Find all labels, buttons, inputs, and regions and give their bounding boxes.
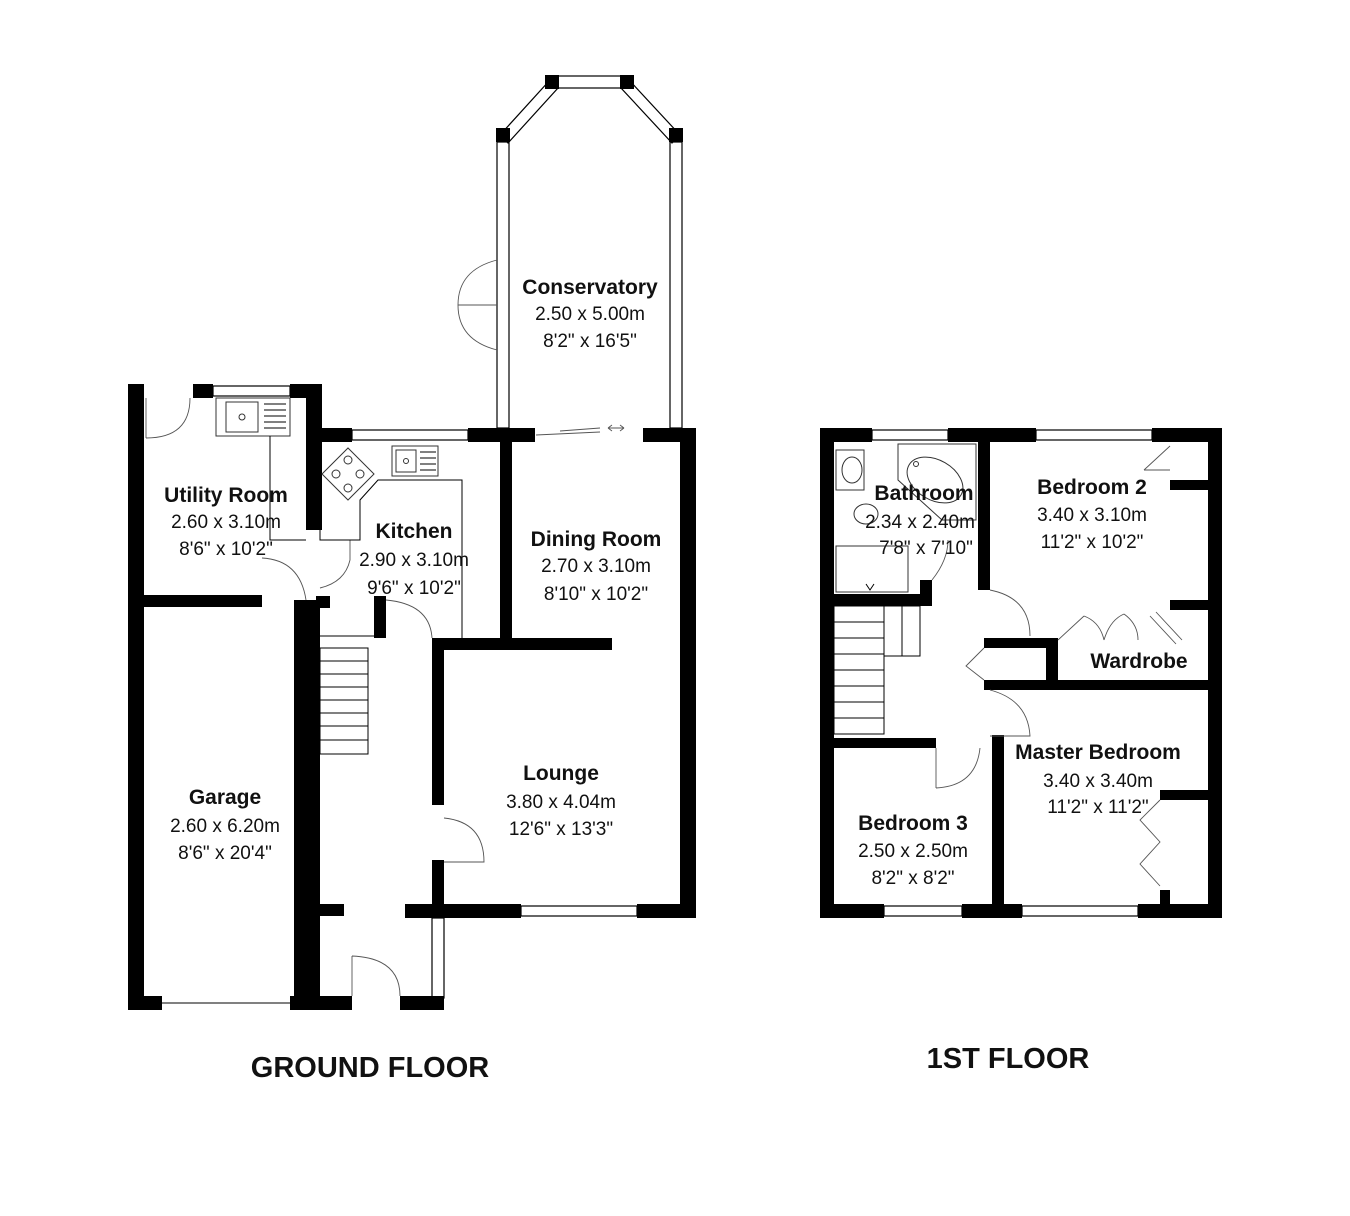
room-size-imperial: 7'8" x 7'10": [879, 538, 973, 559]
room-label-bedroom-2: Bedroom 2 3.40 x 3.10m 11'2" x 10'2": [1037, 476, 1147, 553]
room-size-metric: 2.50 x 2.50m: [858, 841, 968, 862]
room-label-wardrobe: Wardrobe: [1090, 650, 1187, 673]
room-label-conservatory: Conservatory 2.50 x 5.00m 8'2" x 16'5": [522, 276, 658, 352]
room-size-metric: 3.80 x 4.04m: [506, 792, 616, 813]
room-label-dining: Dining Room 2.70 x 3.10m 8'10" x 10'2": [531, 528, 662, 605]
ground-floor-title: GROUND FLOOR: [251, 1052, 489, 1084]
ground-stairs: [319, 647, 369, 755]
ground-floor-walls: [128, 384, 696, 1010]
first-floor-title: 1ST FLOOR: [927, 1043, 1090, 1075]
ground-doors: [145, 397, 625, 997]
room-name: Bedroom 2: [1037, 476, 1147, 499]
room-name: Lounge: [523, 762, 599, 785]
room-size-imperial: 8'2" x 8'2": [871, 868, 954, 889]
room-name: Master Bedroom: [1015, 741, 1181, 764]
room-size-metric: 2.50 x 5.00m: [535, 304, 645, 325]
room-label-bedroom-3: Bedroom 3 2.50 x 2.50m 8'2" x 8'2": [858, 812, 968, 889]
room-size-imperial: 8'6" x 20'4": [178, 843, 272, 864]
first-floor-walls: [820, 428, 1222, 918]
room-name: Bedroom 3: [858, 812, 968, 835]
room-size-metric: 2.60 x 6.20m: [170, 816, 280, 837]
room-label-garage: Garage 2.60 x 6.20m 8'6" x 20'4": [170, 786, 280, 864]
room-size-imperial: 11'2" x 11'2": [1047, 797, 1148, 818]
ground-floor-plan: Conservatory 2.50 x 5.00m 8'2" x 16'5" U…: [128, 75, 696, 1084]
room-label-master-bedroom: Master Bedroom 3.40 x 3.40m 11'2" x 11'2…: [1015, 741, 1181, 818]
bathroom-fixtures: [835, 443, 977, 593]
room-name: Utility Room: [164, 484, 288, 507]
room-size-imperial: 8'6" x 10'2": [179, 539, 273, 560]
first-floor-plan: Bathroom 2.34 x 2.40m 7'8" x 7'10" Bedro…: [820, 428, 1222, 1075]
room-label-bathroom: Bathroom 2.34 x 2.40m 7'8" x 7'10": [865, 482, 975, 559]
first-stairs: [833, 605, 921, 735]
room-name: Wardrobe: [1090, 650, 1187, 673]
room-size-imperial: 8'10" x 10'2": [544, 584, 648, 605]
room-size-metric: 3.40 x 3.40m: [1043, 771, 1153, 792]
conservatory-glazing: [496, 75, 683, 429]
room-size-metric: 2.90 x 3.10m: [359, 550, 469, 571]
room-size-metric: 3.40 x 3.10m: [1037, 505, 1147, 526]
room-name: Conservatory: [522, 276, 658, 299]
room-size-imperial: 9'6" x 10'2": [367, 578, 461, 599]
first-floor-doors: [935, 445, 1183, 887]
room-size-metric: 2.70 x 3.10m: [541, 556, 651, 577]
room-size-imperial: 8'2" x 16'5": [543, 331, 637, 352]
room-name: Dining Room: [531, 528, 662, 551]
room-size-metric: 2.60 x 3.10m: [171, 512, 281, 533]
room-label-kitchen: Kitchen 2.90 x 3.10m 9'6" x 10'2": [359, 520, 469, 599]
room-name: Kitchen: [375, 520, 452, 543]
conservatory-french-door: [457, 259, 498, 351]
kitchen-fixtures: [319, 442, 463, 638]
room-name: Bathroom: [874, 482, 973, 505]
room-size-imperial: 11'2" x 10'2": [1041, 532, 1144, 553]
room-size-imperial: 12'6" x 13'3": [509, 819, 613, 840]
room-label-utility: Utility Room 2.60 x 3.10m 8'6" x 10'2": [164, 484, 288, 560]
room-size-metric: 2.34 x 2.40m: [865, 512, 975, 533]
room-name: Garage: [189, 786, 261, 809]
utility-fixtures: [215, 397, 306, 541]
room-label-lounge: Lounge 3.80 x 4.04m 12'6" x 13'3": [506, 762, 616, 840]
